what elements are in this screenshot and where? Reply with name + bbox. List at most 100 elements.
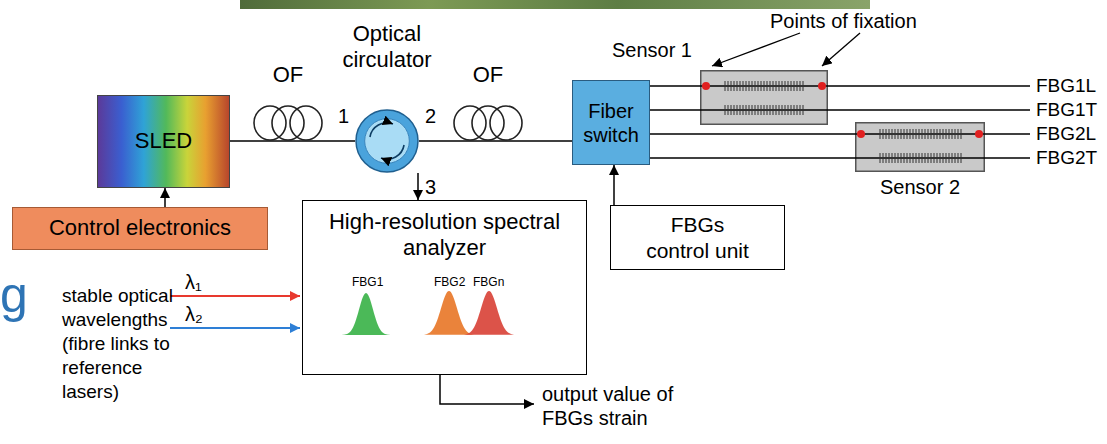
- bragg-grating: [880, 153, 881, 163]
- fiber-name: FBG2T: [1036, 147, 1097, 169]
- bragg-grating: [788, 105, 789, 115]
- coil-loop: [254, 106, 286, 140]
- bragg-grating: [797, 81, 798, 91]
- bragg-grating: [961, 129, 962, 139]
- bragg-grating: [743, 81, 744, 91]
- port-number: 3: [425, 175, 436, 199]
- bragg-grating: [782, 81, 783, 91]
- bragg-grating: [800, 105, 801, 115]
- leader-line: [822, 33, 860, 66]
- bragg-grating: [883, 129, 884, 139]
- fiber-line: [855, 157, 985, 159]
- wavelength-symbol: λ₁: [185, 270, 202, 294]
- coil-loop: [490, 106, 522, 140]
- bragg-grating: [737, 105, 738, 115]
- bragg-grating: [928, 129, 929, 139]
- bragg-grating: [767, 81, 768, 91]
- bragg-grating: [922, 129, 923, 139]
- bragg-grating: [776, 81, 777, 91]
- bragg-grating: [922, 153, 923, 163]
- circulator-face: [365, 119, 410, 164]
- title-fragment: g: [0, 270, 28, 320]
- bragg-grating: [785, 81, 786, 91]
- output-note: output value of FBGs strain: [542, 382, 712, 430]
- bragg-grating: [931, 153, 932, 163]
- bragg-grating: [892, 129, 893, 139]
- bragg-grating: [728, 105, 729, 115]
- peak-label: FBG1: [352, 275, 383, 289]
- fiber-connector: [328, 140, 355, 142]
- reference-arrow: [170, 327, 300, 329]
- bragg-grating: [952, 129, 953, 139]
- bragg-grating: [916, 129, 917, 139]
- port-number: 2: [425, 104, 436, 128]
- bragg-grating: [758, 105, 759, 115]
- bragg-grating: [886, 153, 887, 163]
- bragg-grating: [889, 129, 890, 139]
- signal-arrow: [164, 188, 166, 207]
- bragg-grating: [907, 129, 908, 139]
- sensor-housing-shape: [700, 70, 828, 125]
- node-text: FBGs control unit: [639, 212, 757, 262]
- node-heading: Sensor 2: [860, 175, 980, 199]
- bragg-grating: [797, 105, 798, 115]
- bragg-grating: [779, 81, 780, 91]
- bragg-grating: [934, 153, 935, 163]
- bragg-grating: [904, 129, 905, 139]
- bragg-grating: [785, 105, 786, 115]
- bragg-grating: [764, 105, 765, 115]
- bragg-grating: [794, 81, 795, 91]
- bragg-grating: [728, 81, 729, 91]
- bragg-grating: [725, 105, 726, 115]
- bragg-grating: [731, 105, 732, 115]
- optical-circulator: Optical circulator: [355, 109, 419, 173]
- bragg-grating: [949, 153, 950, 163]
- bragg-grating: [955, 153, 956, 163]
- bragg-grating: [937, 129, 938, 139]
- leader-line: [712, 33, 800, 66]
- bragg-grating: [895, 153, 896, 163]
- bragg-grating: [895, 129, 896, 139]
- fixation-point: [857, 130, 865, 138]
- node-text: High-resolution spectral analyzer: [320, 209, 570, 262]
- bragg-grating: [943, 129, 944, 139]
- bragg-grating: [788, 81, 789, 91]
- bragg-grating: [761, 105, 762, 115]
- fiber-connector: [650, 133, 855, 135]
- bragg-grating: [740, 105, 741, 115]
- bragg-grating: [737, 81, 738, 91]
- bragg-grating: [794, 105, 795, 115]
- bragg-grating: [943, 153, 944, 163]
- optical-circulator-shape: [355, 109, 419, 173]
- reference-arrow: [170, 295, 300, 297]
- bragg-grating: [776, 105, 777, 115]
- bragg-grating: [928, 153, 929, 163]
- bragg-grating: [907, 153, 908, 163]
- output-arrow: [440, 375, 534, 404]
- bragg-grating: [934, 129, 935, 139]
- bragg-grating: [725, 81, 726, 91]
- node-text: Control electronics: [49, 215, 231, 241]
- circulator-body: [356, 110, 418, 172]
- node-text: OF: [473, 62, 504, 88]
- bragg-grating: [782, 105, 783, 115]
- fixation-point: [818, 82, 826, 90]
- fiber-coil: OF: [448, 62, 528, 142]
- fixation-point: [702, 82, 710, 90]
- coil-loop: [272, 106, 304, 140]
- fiber-line: [985, 133, 1030, 135]
- bragg-grating: [731, 81, 732, 91]
- bragg-grating: [791, 81, 792, 91]
- sensor-housing: Sensor 1: [700, 70, 828, 125]
- spectral-peak: [340, 293, 392, 335]
- sensor-housing: Sensor 2: [855, 122, 985, 172]
- bragg-grating: [752, 81, 753, 91]
- bragg-grating: [767, 105, 768, 115]
- bragg-grating: [952, 153, 953, 163]
- sensor-body: [701, 71, 828, 125]
- bragg-grating: [940, 129, 941, 139]
- bragg-grating: [898, 129, 899, 139]
- bragg-grating: [961, 153, 962, 163]
- bragg-grating: [904, 153, 905, 163]
- peak-label: FBG2: [434, 275, 465, 289]
